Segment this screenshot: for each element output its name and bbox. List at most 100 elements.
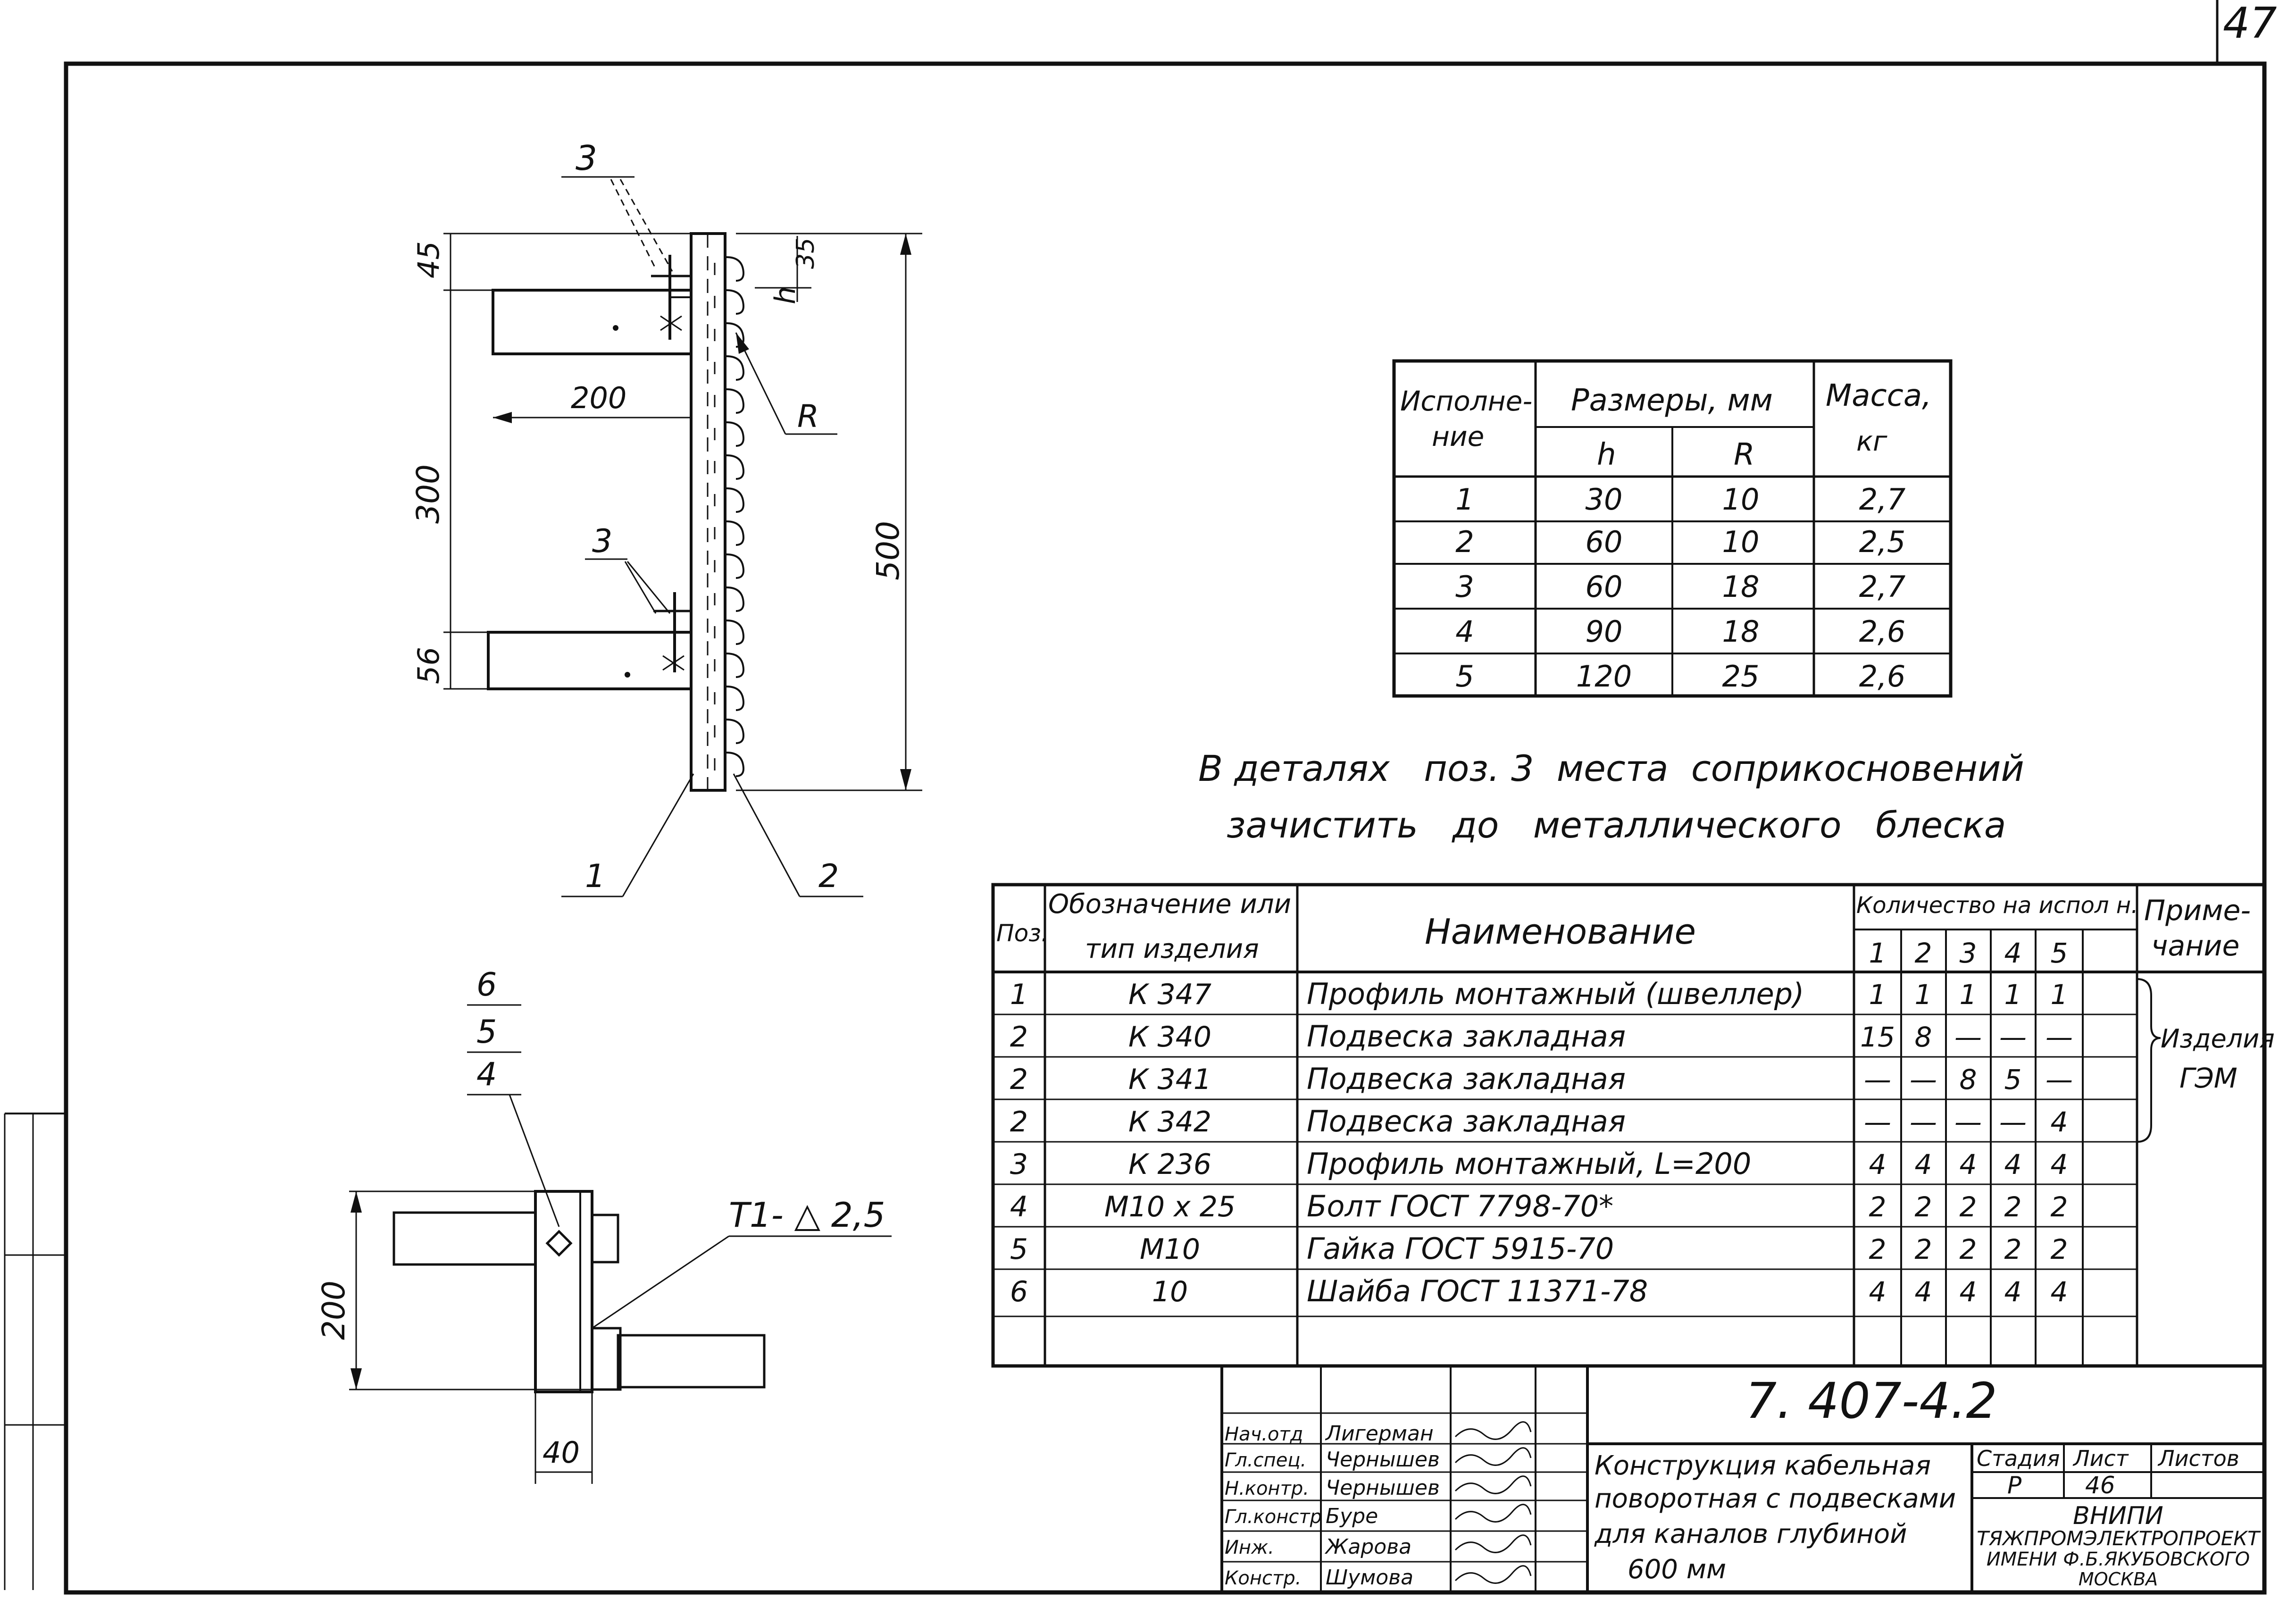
variants-table: Исполне- ние Размеры, мм h R Масса, кг 1…: [1392, 359, 1953, 698]
upper-bracket: [492, 289, 693, 355]
st-qty-col-head: 2: [1915, 937, 1932, 969]
st-qty: 2: [1869, 1233, 1887, 1265]
vt-cell: 3: [1455, 569, 1474, 604]
st-pos: 3: [1010, 1148, 1028, 1181]
vt-cell: 1: [1455, 482, 1474, 517]
st-qty: 4: [1869, 1148, 1887, 1181]
st-type: М10 х 25: [1104, 1190, 1236, 1223]
side-view-drawing: 6 5 4 T1- △ 2,5 200 40: [316, 966, 892, 1484]
st-qty: 2: [1960, 1233, 1977, 1265]
st-qty: —: [1999, 1021, 2027, 1053]
vt-cell: 5: [1455, 659, 1474, 694]
vt-cell: 30: [1586, 482, 1623, 517]
st-note-2: ГЭМ: [2179, 1062, 2238, 1094]
tb-role: Констр.: [1225, 1567, 1301, 1589]
tb-name: Чернышев: [1326, 1476, 1440, 1500]
dim-R: R: [797, 398, 819, 435]
vt-cell: 18: [1722, 569, 1760, 604]
st-qty: —: [2046, 1021, 2073, 1053]
sheet-frame: [64, 61, 2267, 1595]
st-qty: 1: [1960, 979, 1977, 1011]
hanger-hook: [726, 586, 744, 612]
weld-note: T1- △ 2,5: [729, 1195, 885, 1235]
st-header-note-2: чание: [2151, 929, 2239, 963]
tb-role: Нач.отд: [1225, 1423, 1303, 1445]
dim-h: h: [769, 286, 802, 304]
lower-bolt: [617, 1334, 766, 1389]
st-name: Профиль монтажный, L=200: [1307, 1147, 1751, 1181]
st-qty: 2: [1915, 1233, 1932, 1265]
st-pos: 2: [1010, 1021, 1028, 1054]
st-qty: 2: [1960, 1191, 1977, 1223]
callout-4: 4: [476, 1056, 497, 1093]
st-pos: 4: [1010, 1190, 1028, 1223]
st-qty: 1: [1869, 979, 1887, 1011]
st-header-designation-1: Обозначение или: [1048, 889, 1291, 920]
st-qty: 8: [1915, 1021, 1932, 1053]
st-qty: 8: [1960, 1063, 1977, 1096]
tb-title-line: поворотная с подвесками: [1595, 1483, 1956, 1514]
spec-table: Поз. Обозначение или тип изделия Наимено…: [991, 883, 2275, 1368]
upper-bolt: [392, 1211, 537, 1266]
doc-number: 7. 407-4.2: [1745, 1372, 1997, 1430]
vt-header-mass-1: Масса,: [1826, 378, 1931, 413]
signature: [1454, 1504, 1532, 1523]
tb-org-line: МОСКВА: [2079, 1569, 2158, 1590]
st-qty-col-head: 1: [1869, 937, 1887, 969]
callout-5: 5: [476, 1013, 497, 1051]
callout-3-bottom: 3: [592, 523, 612, 560]
st-qty: 2: [2004, 1233, 2022, 1265]
tb-name: Шумова: [1326, 1566, 1413, 1590]
vt-cell: 25: [1722, 659, 1760, 694]
hanger-hook: [726, 752, 744, 777]
hanger-hook: [726, 289, 744, 315]
st-qty: 4: [1915, 1276, 1932, 1308]
signature: [1454, 1565, 1532, 1584]
st-qty: 4: [2051, 1106, 2068, 1138]
vt-header-variant-1: Исполне-: [1400, 385, 1532, 417]
vt-header-R: R: [1734, 437, 1754, 472]
dim-200-top: 200: [571, 381, 626, 415]
st-name: Гайка ГОСТ 5915-70: [1307, 1231, 1614, 1266]
st-qty: 15: [1860, 1021, 1895, 1053]
hanger-hook: [726, 355, 744, 381]
st-header-name: Наименование: [1425, 912, 1696, 952]
stage-label: Стадия: [1977, 1446, 2060, 1471]
sheet-corner-number: 47: [2223, 0, 2277, 48]
st-note-1: Изделия: [2161, 1024, 2275, 1054]
tb-role: Гл.спец.: [1225, 1449, 1306, 1471]
tb-org-line: ИМЕНИ Ф.Б.ЯКУБОВСКОГО: [1987, 1549, 2250, 1570]
tb-name: Жарова: [1324, 1535, 1411, 1559]
st-qty: 5: [2004, 1063, 2022, 1096]
vt-cell: 2,7: [1859, 482, 1906, 517]
hanger-hook: [726, 454, 744, 480]
st-qty: 4: [1915, 1148, 1932, 1181]
hangers-column: [714, 256, 744, 777]
hanger-hook: [726, 553, 744, 579]
st-type: М10: [1140, 1233, 1200, 1266]
tb-role: Гл.констр: [1225, 1506, 1322, 1528]
callout-6: 6: [476, 966, 497, 1004]
sheets-label: Листов: [2157, 1446, 2239, 1471]
st-qty: 2: [2051, 1233, 2068, 1265]
st-qty: 4: [2051, 1148, 2068, 1181]
hanger-hook: [726, 388, 744, 414]
vt-cell: 60: [1586, 569, 1623, 604]
st-type: К 341: [1128, 1063, 1211, 1096]
signature: [1454, 1534, 1532, 1553]
st-pos: 2: [1010, 1063, 1028, 1096]
tb-name: Чернышев: [1326, 1448, 1440, 1472]
sheet-label: Лист: [2072, 1446, 2129, 1471]
st-qty: 4: [2051, 1276, 2068, 1308]
hanger-hook: [726, 520, 744, 546]
st-qty: 4: [2004, 1276, 2022, 1308]
st-qty-col-head: 3: [1960, 937, 1977, 969]
hanger-hook: [726, 620, 744, 645]
st-type: К 347: [1128, 978, 1211, 1011]
st-qty: 4: [1960, 1148, 1977, 1181]
st-qty: 1: [2004, 979, 2022, 1011]
tb-org-line: ВНИПИ: [2073, 1502, 2163, 1530]
st-type: К 236: [1128, 1148, 1211, 1181]
dim-300: 300: [410, 464, 446, 524]
vt-header-variant-2: ние: [1432, 420, 1484, 452]
